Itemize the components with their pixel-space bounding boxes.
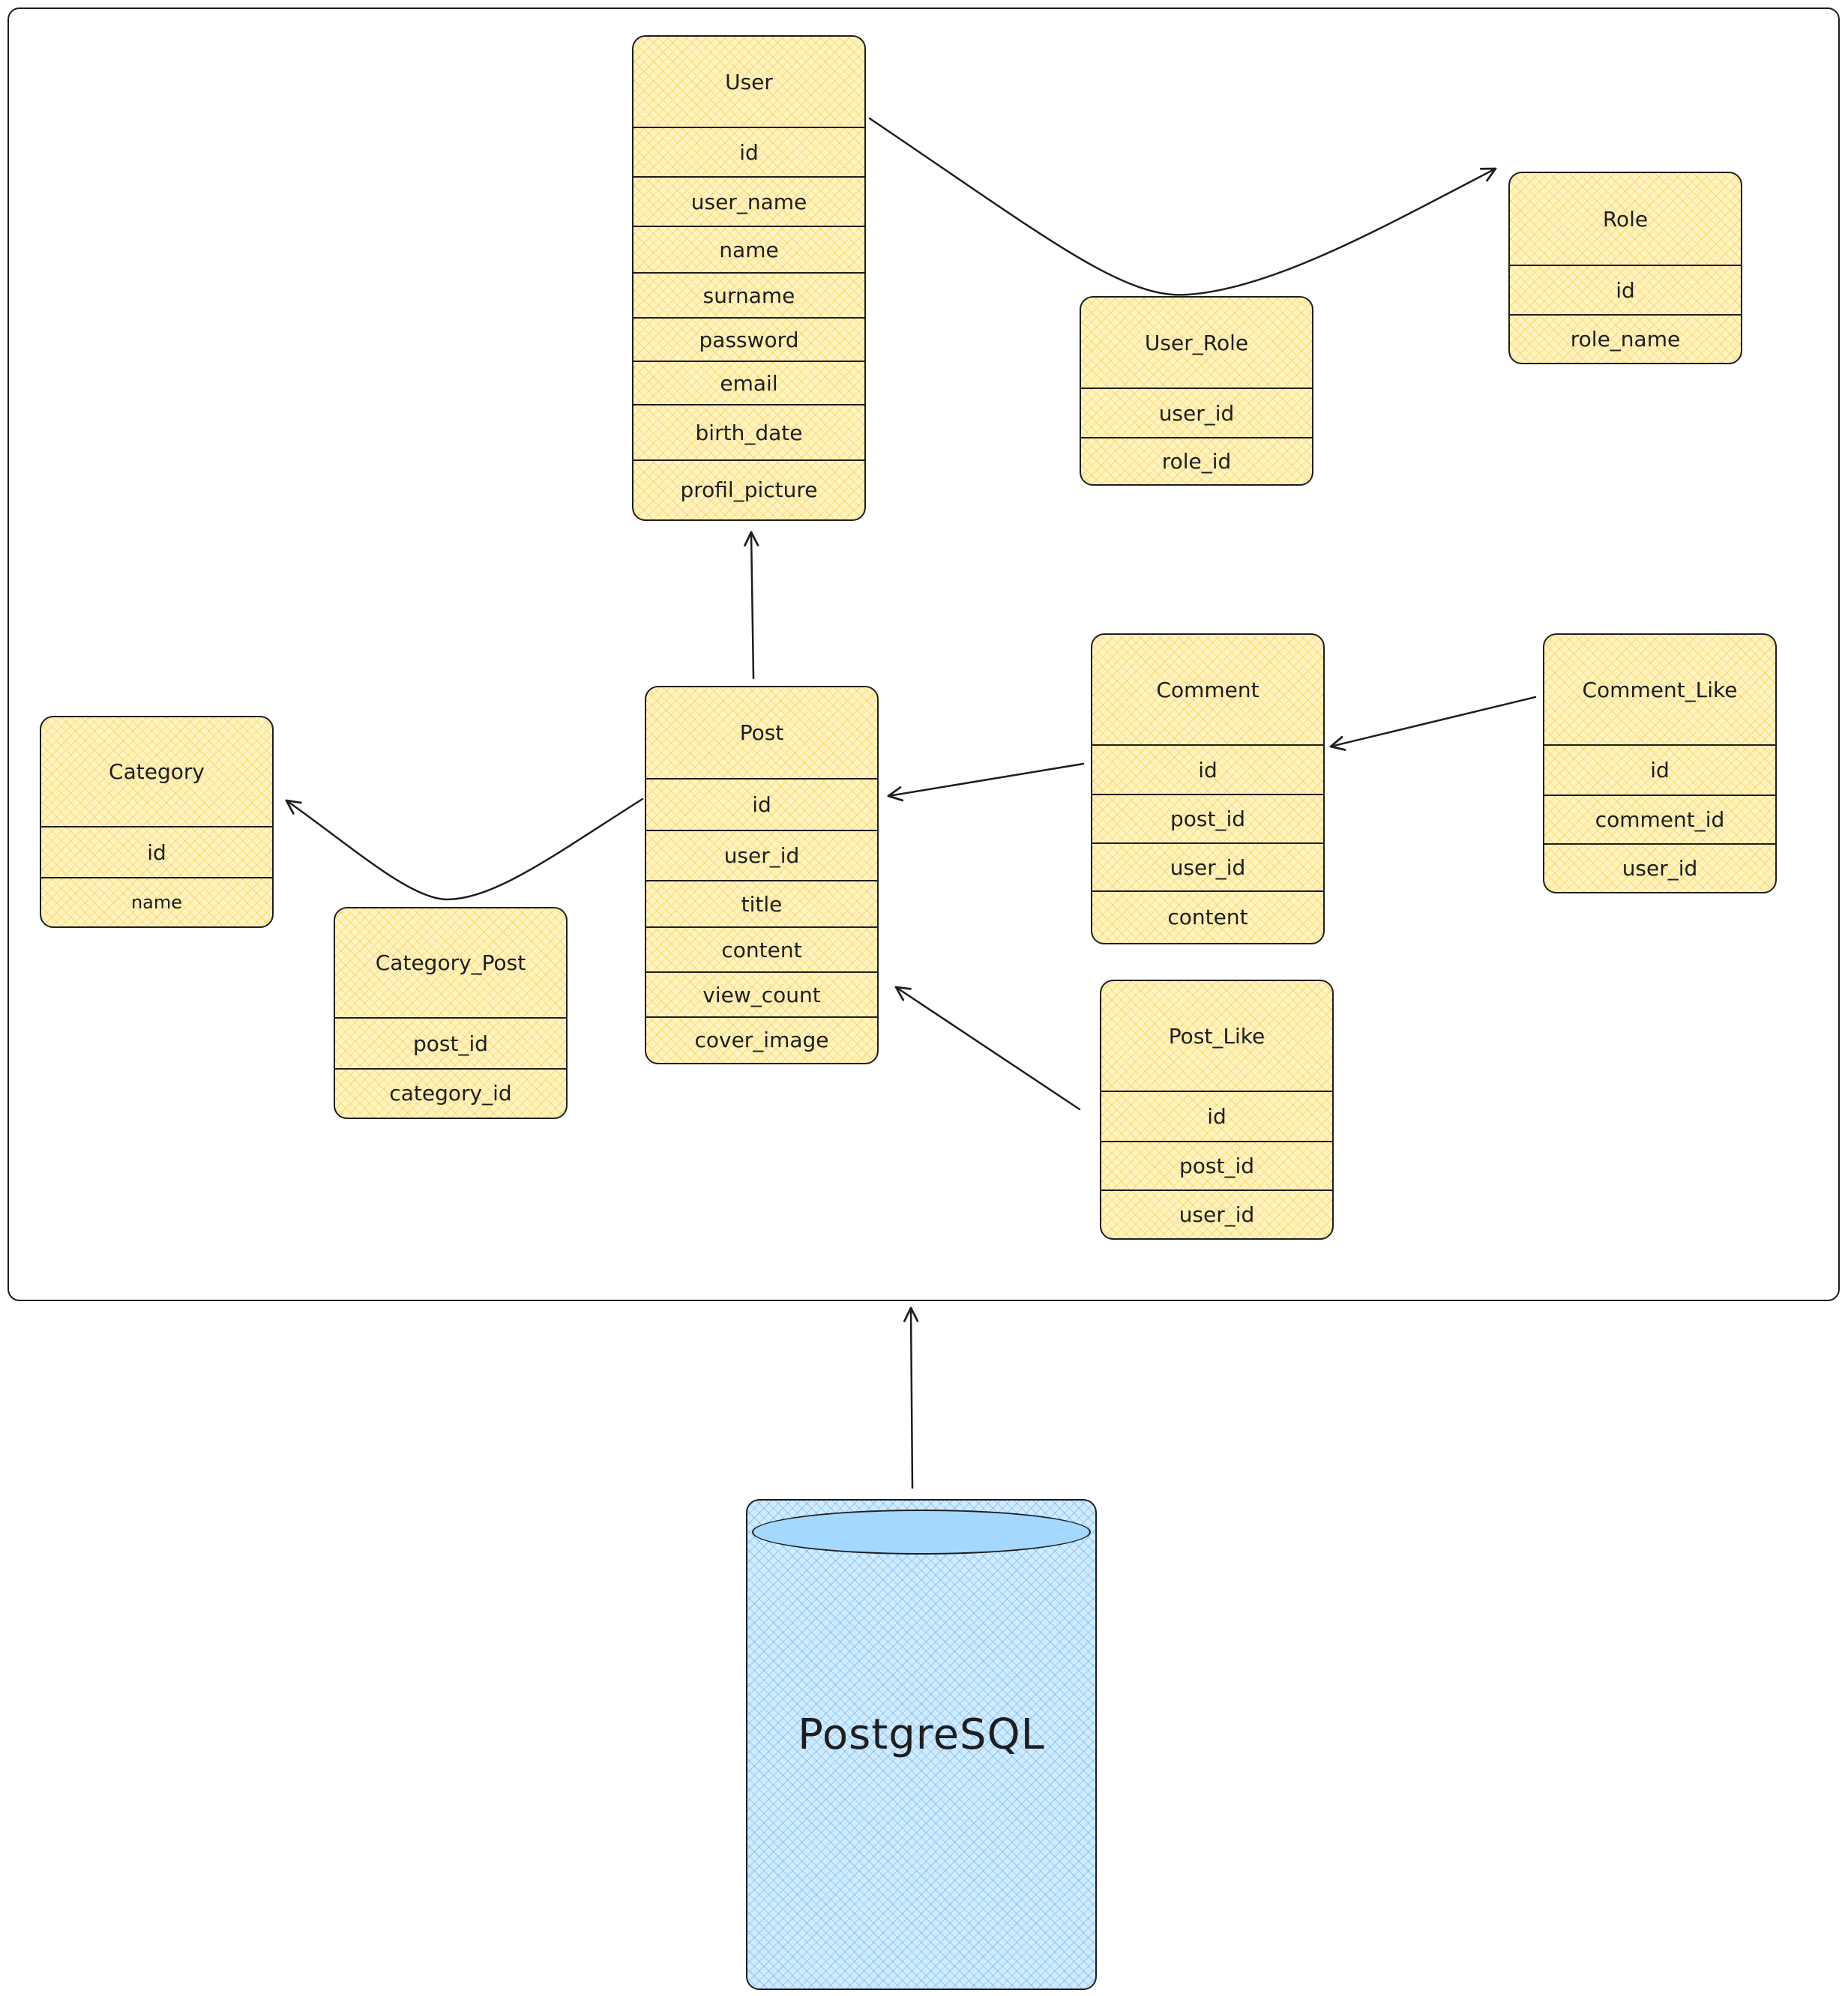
field-profil-picture: profil_picture bbox=[680, 477, 818, 502]
field-user-id: user_id bbox=[1092, 844, 1323, 892]
field-user-id: user_id bbox=[1081, 389, 1312, 438]
database-schema-connector bbox=[903, 1306, 919, 1489]
field-id: id bbox=[41, 827, 272, 878]
field-id: id bbox=[1092, 746, 1323, 795]
field-user-id: user_id bbox=[1179, 1201, 1255, 1227]
commentlike-comment-connector bbox=[1329, 696, 1537, 751]
post-like-entity: Post_Like id post_id user_id bbox=[1100, 980, 1334, 1240]
entity-title: User bbox=[633, 37, 864, 128]
comment-like-entity: Comment_Like id comment_id user_id bbox=[1543, 633, 1777, 893]
field-surname: surname bbox=[633, 274, 864, 319]
schema-frame bbox=[7, 7, 1840, 1301]
user-role-entity: User_Role user_id role_id bbox=[1080, 296, 1313, 486]
field-birth-date: birth_date bbox=[633, 405, 864, 461]
field-post-id: post_id bbox=[1092, 795, 1323, 844]
field-id: id bbox=[1101, 1092, 1332, 1142]
field-id: id bbox=[646, 780, 877, 831]
field-password: password bbox=[633, 319, 864, 362]
field-content: content bbox=[646, 928, 877, 973]
field-role-id: role_id bbox=[1161, 448, 1232, 474]
entity-title: Category_Post bbox=[335, 908, 566, 1019]
field-role-name: role_name bbox=[1570, 326, 1681, 352]
comment-entity: Comment id post_id user_id content bbox=[1091, 633, 1325, 944]
field-name: name bbox=[130, 891, 183, 913]
entity-title: Comment bbox=[1092, 635, 1323, 746]
field-user-id: user_id bbox=[1622, 855, 1698, 881]
field-category-id: category_id bbox=[389, 1081, 512, 1106]
field-post-id: post_id bbox=[335, 1019, 566, 1070]
field-user-name: user_name bbox=[633, 178, 864, 227]
field-title: title bbox=[646, 881, 877, 928]
field-content: content bbox=[1167, 905, 1248, 929]
field-cover-image: cover_image bbox=[694, 1028, 829, 1052]
field-id: id bbox=[1544, 746, 1775, 796]
field-email: email bbox=[633, 362, 864, 405]
comment-post-connector bbox=[887, 762, 1085, 802]
entity-title: Post_Like bbox=[1101, 981, 1332, 1092]
entity-title: Role bbox=[1510, 173, 1741, 266]
database-top bbox=[752, 1510, 1091, 1555]
field-user-id: user_id bbox=[646, 831, 877, 881]
role-entity: Role id role_name bbox=[1508, 172, 1742, 364]
field-post-id: post_id bbox=[1101, 1142, 1332, 1191]
post-user-connector bbox=[744, 531, 759, 680]
postlike-post-connector bbox=[894, 986, 1081, 1111]
entity-title: Comment_Like bbox=[1544, 635, 1775, 746]
post-category-connector bbox=[285, 798, 644, 901]
category-entity: Category id name bbox=[40, 716, 274, 928]
entity-title: User_Role bbox=[1081, 298, 1312, 389]
field-comment-id: comment_id bbox=[1544, 796, 1775, 845]
field-name: name bbox=[633, 227, 864, 274]
database-label: PostgreSQL bbox=[798, 1710, 1045, 1759]
post-entity: Post id user_id title content view_count… bbox=[645, 686, 879, 1064]
entity-title: Category bbox=[41, 717, 272, 827]
field-view-count: view_count bbox=[646, 973, 877, 1018]
postgresql-database: PostgreSQL bbox=[746, 1499, 1097, 1990]
user-entity: User id user_name name surname password … bbox=[632, 35, 866, 521]
category-post-entity: Category_Post post_id category_id bbox=[334, 907, 568, 1119]
user-role-connector bbox=[868, 117, 1497, 296]
field-id: id bbox=[1510, 266, 1741, 316]
entity-title: Post bbox=[646, 687, 877, 780]
field-id: id bbox=[633, 128, 864, 178]
